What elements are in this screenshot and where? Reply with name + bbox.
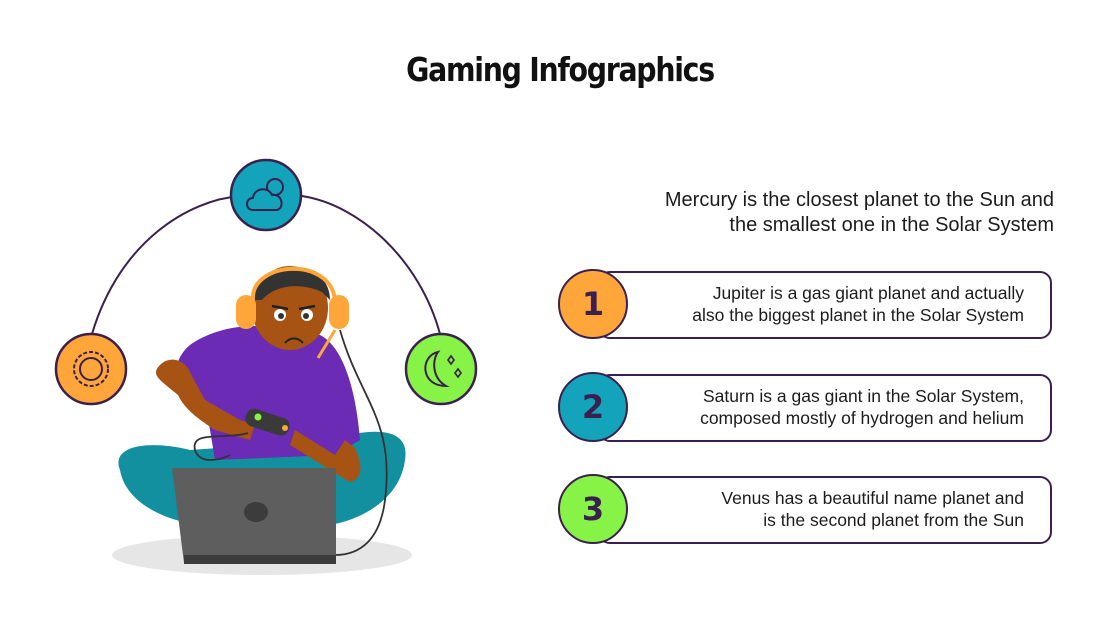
- number-badge: 1: [558, 269, 628, 339]
- number-badge: 2: [558, 372, 628, 442]
- cable: [334, 329, 388, 556]
- info-box: [598, 374, 1052, 442]
- info-text: Jupiter is a gas giant planet and actual…: [692, 283, 1024, 325]
- info-item-3: 3 Venus has a beautiful name planet and …: [558, 474, 1052, 546]
- info-box: [598, 476, 1052, 544]
- gamer-illustration: [54, 158, 478, 575]
- moon-stars-icon: [404, 332, 478, 406]
- laptop-logo: [244, 502, 268, 522]
- info-item-1: 1 Jupiter is a gas giant planet and actu…: [558, 269, 1052, 341]
- info-box: [598, 271, 1052, 339]
- headphones: [250, 266, 337, 301]
- sun-icon: [54, 332, 128, 406]
- intro-text: Mercury is the closest planet to the Sun…: [664, 189, 1054, 236]
- number-badge: 3: [558, 474, 628, 544]
- right-arm: [290, 430, 361, 482]
- cloud-sun-icon: [229, 158, 303, 232]
- info-item-2: 2 Saturn is a gas giant in the Solar Sys…: [558, 372, 1052, 444]
- info-text: Venus has a beautiful name planet and is…: [721, 488, 1024, 530]
- shirt: [175, 325, 360, 460]
- connector-arc: [91, 195, 241, 335]
- hair: [255, 268, 330, 300]
- left-arm: [156, 359, 255, 440]
- page-title: Gaming Infographics: [406, 50, 715, 89]
- info-text: Saturn is a gas giant in the Solar Syste…: [700, 386, 1024, 428]
